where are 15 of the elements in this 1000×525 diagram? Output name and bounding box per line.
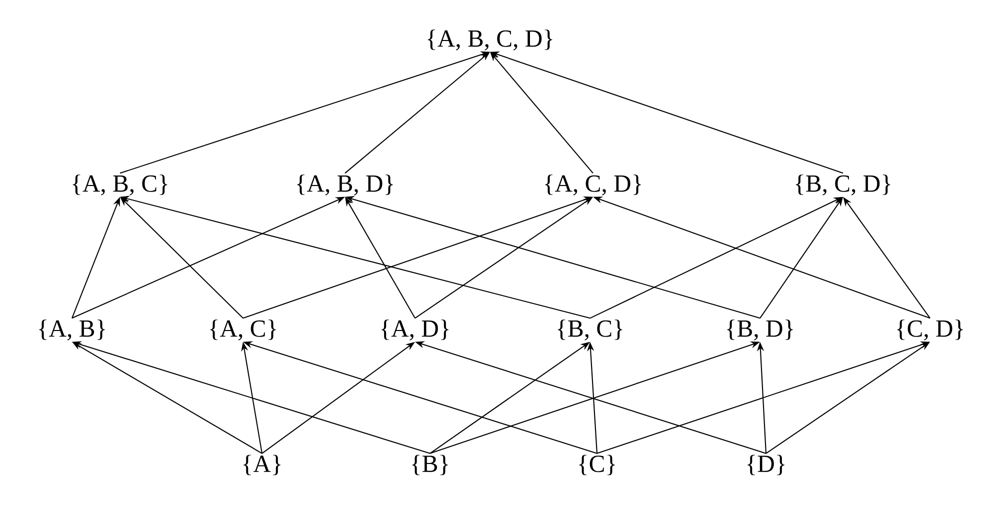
set-label: {B, D} [727,320,793,340]
set-label: {B} [412,454,448,476]
set-label: {A, B, C} [72,174,168,196]
set-label: {A, D} [382,320,448,340]
set-label: {A, B} [39,320,105,340]
set-label: {A, B, D} [297,174,393,196]
set-label: {A, C, D} [545,174,641,196]
set-label: {B, C} [558,320,622,340]
set-label: {B, C, D} [796,174,890,196]
set-label: {A, C} [210,320,276,340]
set-label: {D} [748,454,784,476]
set-label: {C} [579,454,615,476]
set-label: {A, B, C, D} [428,30,552,50]
set-label: {A} [244,454,280,476]
set-label: {C, D} [897,320,963,340]
